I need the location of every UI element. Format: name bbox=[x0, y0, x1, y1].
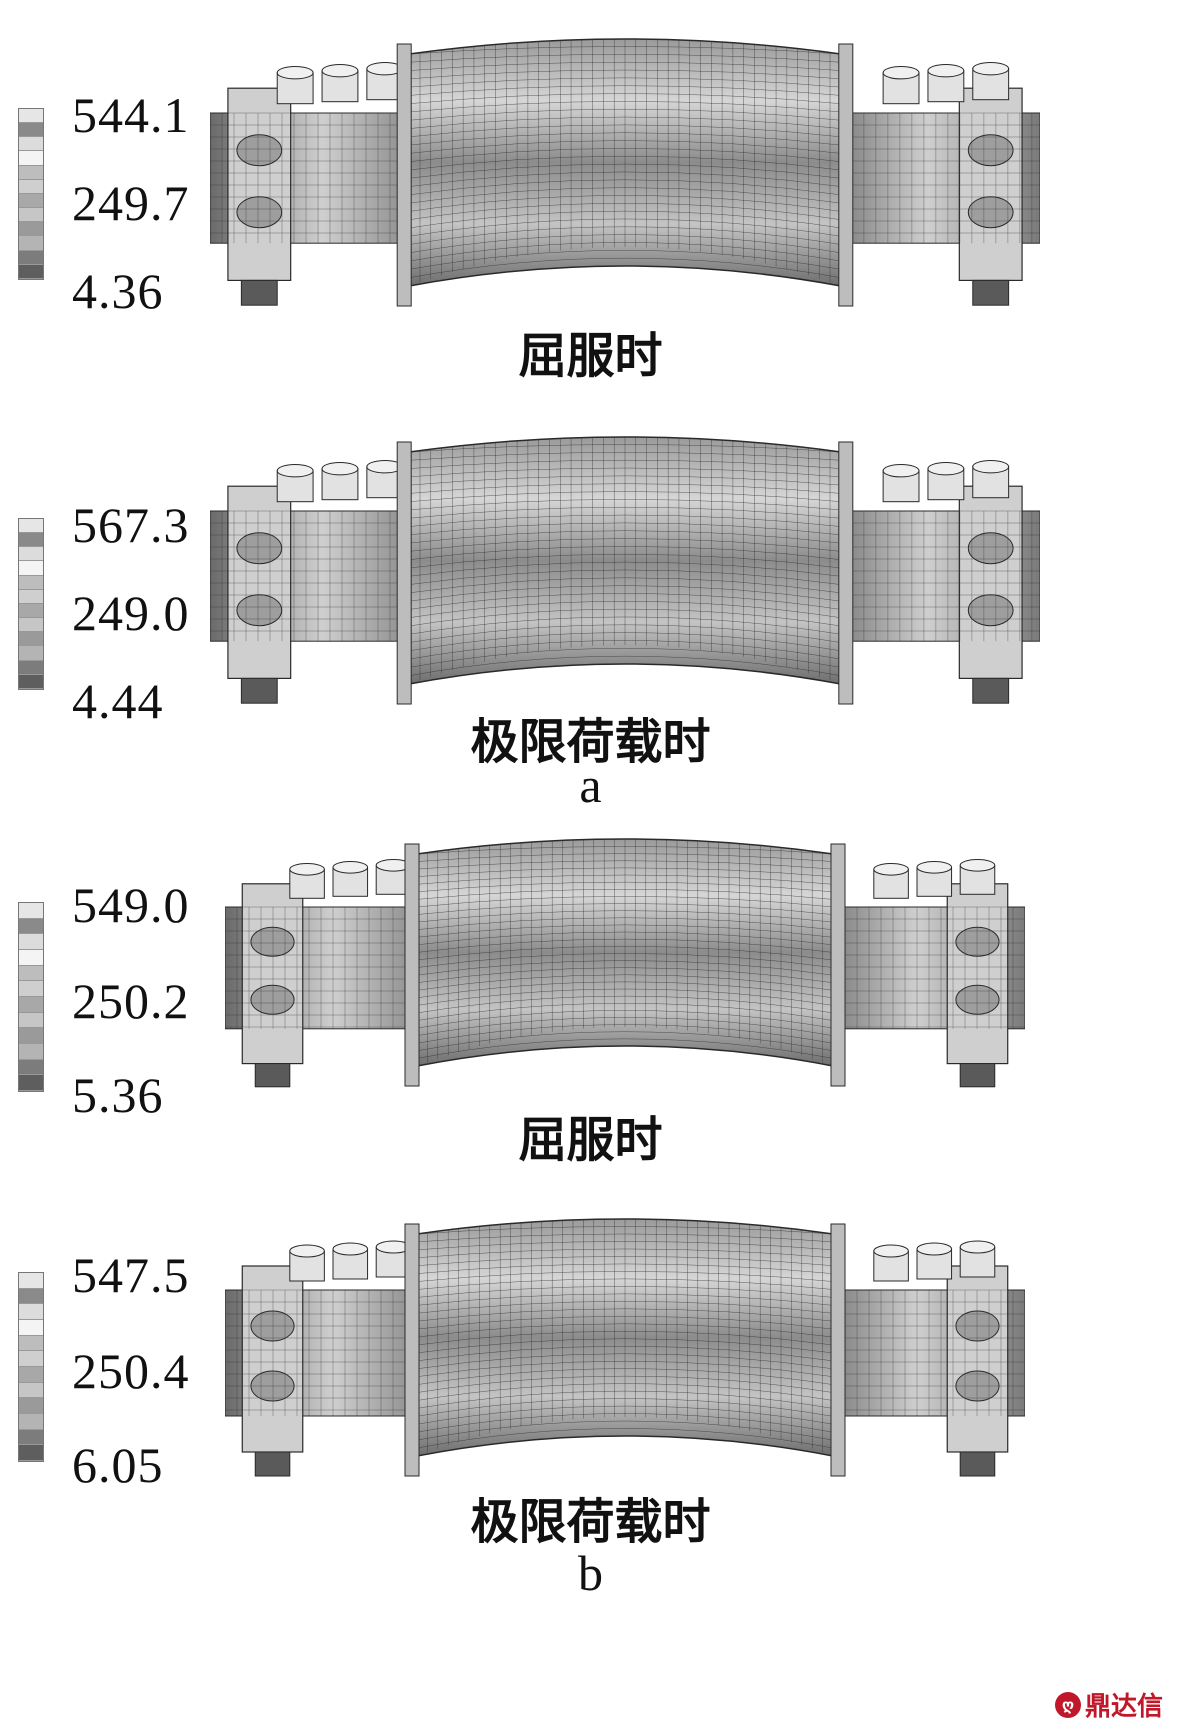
legend-min: 4.44 bbox=[72, 673, 164, 729]
colorbar-band bbox=[19, 1335, 43, 1352]
colorbar-band bbox=[19, 1075, 43, 1091]
colorbar-band bbox=[19, 1028, 43, 1044]
watermark: ღ 鼎达信 bbox=[1054, 1686, 1163, 1723]
colorbar-band bbox=[19, 151, 43, 166]
colorbar-band bbox=[19, 618, 43, 633]
panel-a-ultimate: 567.3 249.0 4.44 极限荷载时 a bbox=[0, 410, 1181, 813]
clamp-model-render bbox=[225, 1218, 1025, 1477]
colorbar-band bbox=[19, 1043, 43, 1060]
panel-b-ultimate: 547.5 250.4 6.05 极限荷载时 b bbox=[0, 1200, 1181, 1735]
colorbar-band bbox=[19, 589, 43, 604]
colorbar-band bbox=[19, 1429, 43, 1446]
colorbar-band bbox=[19, 1351, 43, 1367]
legend-min: 6.05 bbox=[72, 1437, 164, 1493]
colorbar-band bbox=[19, 934, 43, 950]
colorbar-band bbox=[19, 1445, 43, 1461]
colorbar-band bbox=[19, 1398, 43, 1414]
colorbar bbox=[18, 902, 44, 1092]
colorbar-band bbox=[19, 660, 43, 675]
colorbar-band bbox=[19, 222, 43, 237]
colorbar-band bbox=[19, 632, 43, 647]
clamp-model-render bbox=[210, 436, 1040, 705]
colorbar-band bbox=[19, 575, 43, 590]
colorbar-band bbox=[19, 996, 43, 1013]
colorbar-band bbox=[19, 1304, 43, 1320]
colorbar-band bbox=[19, 918, 43, 935]
panel-a-yield: 544.1 249.7 4.36 屈服时 bbox=[0, 0, 1181, 384]
legend-min: 5.36 bbox=[72, 1067, 164, 1123]
colorbar-band bbox=[19, 981, 43, 997]
colorbar-band bbox=[19, 264, 43, 279]
colorbar-band bbox=[19, 1319, 43, 1336]
colorbar-band bbox=[19, 1012, 43, 1029]
colorbar-band bbox=[19, 903, 43, 919]
colorbar-band bbox=[19, 109, 43, 124]
colorbar-band bbox=[19, 519, 43, 534]
colorbar-band bbox=[19, 1382, 43, 1399]
legend-mid: 250.2 bbox=[72, 973, 190, 1029]
colorbar-band bbox=[19, 193, 43, 209]
colorbar-band bbox=[19, 165, 43, 180]
colorbar bbox=[18, 518, 44, 690]
clamp-model-render bbox=[210, 38, 1040, 307]
legend-mid: 249.7 bbox=[72, 175, 190, 231]
colorbar-band bbox=[19, 1273, 43, 1289]
colorbar-band bbox=[19, 208, 43, 223]
panel-caption: 极限荷载时 bbox=[470, 714, 711, 770]
colorbar-band bbox=[19, 965, 43, 982]
legend-mid: 249.0 bbox=[72, 585, 190, 641]
colorbar-band bbox=[19, 1366, 43, 1383]
colorbar-band bbox=[19, 533, 43, 548]
panel-caption: 屈服时 bbox=[518, 1112, 663, 1168]
colorbar-band bbox=[19, 137, 43, 152]
colorbar-band bbox=[19, 603, 43, 619]
legend-max: 544.1 bbox=[72, 87, 190, 143]
clamp-model-render bbox=[225, 838, 1025, 1088]
colorbar-band bbox=[19, 674, 43, 689]
legend-mid: 250.4 bbox=[72, 1343, 190, 1399]
colorbar bbox=[18, 1272, 44, 1462]
panel-caption: 屈服时 bbox=[518, 328, 663, 384]
legend-max: 567.3 bbox=[72, 497, 190, 553]
colorbar-band bbox=[19, 646, 43, 661]
legend-min: 4.36 bbox=[72, 263, 164, 319]
colorbar-band bbox=[19, 123, 43, 138]
colorbar-band bbox=[19, 561, 43, 576]
watermark-logo-icon: ღ bbox=[1054, 1691, 1081, 1718]
colorbar bbox=[18, 108, 44, 280]
panel-caption: 极限荷载时 bbox=[470, 1494, 711, 1550]
colorbar-band bbox=[19, 236, 43, 251]
group-label-b: b bbox=[578, 1545, 603, 1601]
panel-b-yield: 549.0 250.2 5.36 屈服时 bbox=[0, 820, 1181, 1180]
group-label-a: a bbox=[579, 757, 602, 813]
legend-max: 549.0 bbox=[72, 877, 190, 933]
colorbar-band bbox=[19, 179, 43, 194]
colorbar-band bbox=[19, 547, 43, 562]
legend-max: 547.5 bbox=[72, 1247, 190, 1303]
watermark-text: 鼎达信 bbox=[1084, 1692, 1163, 1722]
colorbar-band bbox=[19, 250, 43, 265]
colorbar-band bbox=[19, 949, 43, 966]
colorbar-band bbox=[19, 1059, 43, 1076]
colorbar-band bbox=[19, 1413, 43, 1430]
colorbar-band bbox=[19, 1288, 43, 1305]
